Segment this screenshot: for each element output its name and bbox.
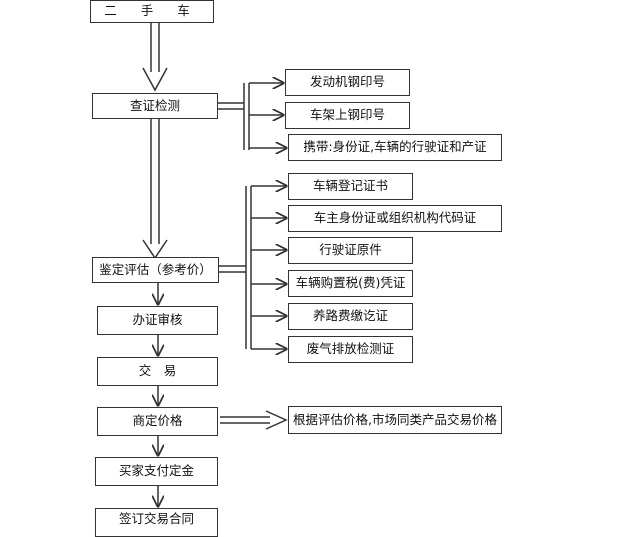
appraisal-branch-trunk (219, 186, 252, 349)
arrow-usedcar-to-inspection (150, 23, 160, 72)
node-engine-stamp: 发动机钢印号 (285, 69, 410, 96)
node-contract: 签订交易合同 (95, 508, 218, 537)
flowchart: 二 手 车 查证检测 鉴定评估（参考价） 办证审核 交 易 商定价格 买家支付定… (90, 0, 502, 537)
arrow-negotiate-to-basis (220, 416, 270, 424)
node-registration: 车辆登记证书 (288, 173, 413, 200)
node-appraisal: 鉴定评估（参考价） (92, 257, 219, 283)
node-frame-stamp: 车架上钢印号 (285, 102, 410, 129)
node-carry-docs: 携带:身份证,车辆的行驶证和产证 (288, 134, 502, 161)
inspection-branch-trunk (218, 83, 250, 150)
arrowhead-usedcar (142, 67, 168, 92)
node-owner-id: 车主身份证或组织机构代码证 (288, 205, 502, 232)
node-used-car: 二 手 车 (90, 0, 214, 23)
node-price-basis: 根据评估价格,市场同类产品交易价格 (288, 406, 502, 434)
arrowhead-inspection (142, 239, 168, 260)
node-inspection: 查证检测 (92, 93, 218, 119)
node-purchase-tax: 车辆购置税(费)凭证 (288, 270, 413, 297)
arrow-inspection-to-appraisal (150, 119, 160, 244)
node-negotiate: 商定价格 (97, 407, 218, 436)
node-review: 办证审核 (97, 306, 218, 335)
node-emission: 废气排放检测证 (288, 336, 413, 363)
connector-lines (142, 23, 288, 520)
arrowhead-negotiate (265, 410, 288, 430)
node-deposit: 买家支付定金 (95, 457, 218, 486)
node-license: 行驶证原件 (288, 237, 413, 264)
node-road-fee: 养路费缴讫证 (288, 303, 413, 330)
node-trade: 交 易 (97, 357, 218, 386)
